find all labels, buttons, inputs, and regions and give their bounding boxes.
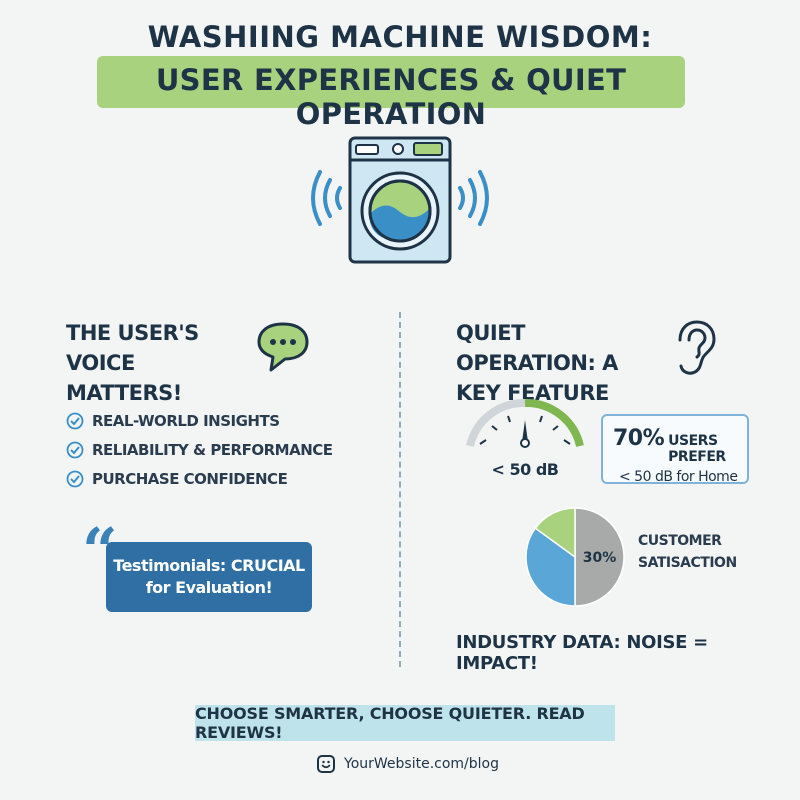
- cta-band: [195, 705, 615, 741]
- list-item: REAL-WORLD INSIGHTS: [66, 406, 333, 435]
- pie-slice-label: 30%: [583, 550, 617, 566]
- testimonial-line-1: Testimonials: CRUCIAL: [113, 556, 305, 575]
- washing-machine-icon: [300, 128, 500, 268]
- checklist-text: REAL-WORLD INSIGHTS: [92, 411, 280, 430]
- check-icon: [66, 441, 84, 458]
- right-heading: QUIET OPERATION: A KEY FEATURE: [456, 321, 618, 405]
- stat-text-1: USERS PREFER: [668, 433, 726, 465]
- stat-text-2: < 50 dB for Home: [619, 469, 738, 485]
- pie-slice: [574, 507, 625, 607]
- title-line-2: USER EXPERIENCES & QUIET OPERATION: [155, 63, 627, 131]
- list-item: RELIABILITY & PERFORMANCE: [66, 435, 333, 464]
- list-item: PURCHASE CONFIDENCE: [66, 464, 333, 493]
- ear-icon: [668, 318, 718, 378]
- title-highlight-band: [97, 56, 685, 108]
- gauge-label: < 50 dB: [491, 460, 559, 479]
- stat-callout: 70% USERS PREFER < 50 dB for Home: [601, 414, 749, 485]
- benefits-checklist: REAL-WORLD INSIGHTS RELIABILITY & PERFOR…: [66, 406, 333, 493]
- checklist-text: PURCHASE CONFIDENCE: [92, 469, 288, 488]
- cta-text: CHOOSE SMARTER, CHOOSE QUIETER. READ REV…: [195, 704, 585, 742]
- left-heading: THE USER'S VOICE MATTERS!: [66, 321, 199, 405]
- quote-icon: “: [82, 514, 118, 587]
- smiley-icon: [317, 755, 335, 773]
- speech-bubble-icon: [255, 318, 311, 374]
- website-link[interactable]: YourWebsite.com/blog: [316, 752, 499, 776]
- industry-data-text: INDUSTRY DATA: NOISE = IMPACT!: [456, 632, 708, 674]
- testimonial-callout: Testimonials: CRUCIAL for Evaluation!: [106, 542, 312, 612]
- checklist-text: RELIABILITY & PERFORMANCE: [92, 440, 333, 459]
- pie-slice: [534, 507, 576, 559]
- noise-gauge: [462, 398, 588, 458]
- satisfaction-pie-chart: 30%: [525, 507, 625, 607]
- stat-percent: 70%: [613, 426, 665, 451]
- pie-slice: [525, 527, 576, 607]
- testimonial-line-2: for Evaluation!: [145, 578, 273, 597]
- website-link-text[interactable]: YourWebsite.com/blog: [344, 756, 499, 772]
- check-icon: [66, 412, 84, 429]
- pie-label: CUSTOMER SATISACTION: [638, 533, 737, 571]
- check-icon: [66, 470, 84, 487]
- column-divider: [399, 312, 401, 667]
- title-line-1: WASHIING MACHINE WISDOM:: [147, 20, 653, 54]
